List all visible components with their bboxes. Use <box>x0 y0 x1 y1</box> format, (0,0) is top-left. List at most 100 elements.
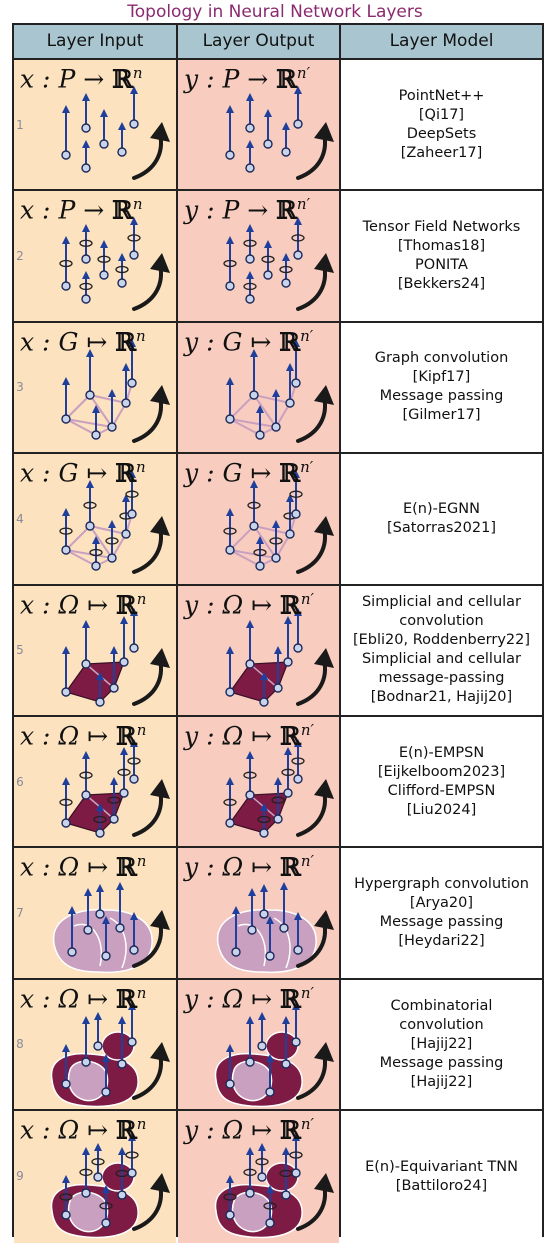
input-topology-diagram <box>59 217 170 312</box>
graph-edge <box>253 525 277 559</box>
rotation-symbol-icon <box>91 1158 105 1166</box>
layer-formula: x : Ω ↦ ℝn <box>20 852 146 881</box>
layer-model-cell: Graph convolution[Kipf17]Message passing… <box>341 322 542 453</box>
vertex-node <box>81 254 91 265</box>
formula-space: ℝ <box>276 195 297 225</box>
arrow-head-icon <box>110 645 118 654</box>
formula-space: ℝ <box>112 195 133 225</box>
output-topology-diagram <box>216 882 334 974</box>
vertex-node <box>271 422 281 432</box>
model-name: E(n)-EMPSN <box>398 744 485 761</box>
rotation-symbol-icon <box>89 549 103 557</box>
arrow-head-icon <box>256 404 264 413</box>
rotation-symbol-icon <box>243 771 257 779</box>
model-citation: [Kipf17] <box>412 369 471 386</box>
vertex-node <box>291 1168 301 1178</box>
vertex-node <box>129 119 139 129</box>
curved-arrow-icon <box>296 789 327 837</box>
vertex-node <box>129 250 139 261</box>
curved-arrow-head-icon <box>314 647 334 668</box>
formula-var: y <box>184 852 199 882</box>
arrow-head-icon <box>226 645 234 654</box>
model-citation: [Zaheer17] <box>400 144 483 161</box>
rotation-symbol-icon <box>291 757 305 765</box>
curved-arrow-head-icon <box>314 516 334 537</box>
arrow-head-icon <box>96 884 104 893</box>
curved-arrow-head-icon <box>150 779 170 799</box>
layer-model-cell: PointNet++[Qi17]DeepSets[Zaheer17] <box>341 60 542 190</box>
output-topology-diagram <box>225 338 334 443</box>
model-citation: [Hajij22] <box>410 1035 473 1052</box>
output-topology-diagram <box>214 1133 334 1239</box>
vertex-node <box>245 123 255 133</box>
arrow-head-icon <box>82 619 90 628</box>
layer-output-cell: y : Ω ↦ ℝn′ <box>178 585 339 715</box>
row-number: 2 <box>16 249 24 264</box>
rotation-symbol-icon <box>59 1193 73 1201</box>
output-topology-diagram <box>223 470 334 575</box>
layer-formula: y : Ω ↦ ℝn′ <box>184 852 314 881</box>
formula-sep: : <box>34 589 59 619</box>
model-name: E(n)-EGNN <box>402 500 480 517</box>
formula-space: ℝ <box>116 721 137 751</box>
arrow-head-icon <box>292 1133 300 1142</box>
arrow-head-icon <box>246 619 254 628</box>
vertex-node <box>81 123 91 133</box>
arrow-head-icon <box>272 520 280 529</box>
layer-output-cell: y : G ↦ ℝn′ <box>178 322 339 453</box>
vertex-node <box>91 561 101 571</box>
arrow-head-icon <box>266 916 274 925</box>
vertex-node <box>109 682 119 693</box>
arrow-head-icon <box>96 803 104 811</box>
rotation-symbol-icon <box>243 239 257 248</box>
topology-table: Layer Input Layer Output Layer Model x :… <box>12 23 544 1243</box>
vertex-node <box>81 658 91 669</box>
vertex-node <box>281 278 291 289</box>
model-name: Tensor Field Networks <box>362 219 521 236</box>
formula-map: ↦ <box>243 589 281 619</box>
rotation-symbol-icon <box>253 549 267 557</box>
arrow-head-icon <box>226 1043 234 1052</box>
model-references: Tensor Field Networks[Thomas18]PONITA[Be… <box>363 218 521 294</box>
graph-edge <box>65 417 113 428</box>
vertex-node <box>115 923 125 934</box>
model-citation: [Liu2024] <box>406 801 477 818</box>
formula-domain: Ω <box>222 852 244 882</box>
figure-title: Topology in Neural Network Layers <box>127 2 423 22</box>
arrow-head-icon <box>246 224 254 233</box>
hyperedge-boundary <box>73 924 103 967</box>
arrow-head-icon <box>130 912 138 921</box>
vertex-node <box>127 1037 137 1047</box>
rotation-symbol-icon <box>247 501 261 510</box>
vertex-node <box>81 1057 91 1067</box>
formula-exponent: n <box>136 983 147 1002</box>
formula-var: y <box>184 984 199 1014</box>
vertex-node <box>257 1041 267 1051</box>
curved-arrow-head-icon <box>314 1173 334 1194</box>
vertex-node <box>291 509 301 519</box>
formula-exponent: n <box>136 589 147 608</box>
formula-exponent: n′ <box>300 983 314 1002</box>
row-number: 8 <box>16 1037 24 1052</box>
layer-formula: x : P → ℝn <box>20 64 143 93</box>
vertex-node <box>61 150 71 160</box>
graph-edge <box>65 394 91 420</box>
input-topology-diagram <box>59 470 170 575</box>
output-topology-diagram <box>225 607 334 707</box>
vertex-node <box>293 642 303 653</box>
model-references: E(n)-Equivariant TNN[Battiloro24] <box>365 1158 518 1196</box>
vertex-node <box>225 1210 235 1220</box>
arrow-head-icon <box>256 536 264 545</box>
arrow-head-icon <box>226 508 234 517</box>
formula-map: ↦ <box>79 1115 117 1145</box>
formula-map: ↦ <box>79 852 117 882</box>
formula-map: → <box>75 195 113 225</box>
formula-space: ℝ <box>115 327 137 357</box>
vertex-node <box>225 414 235 424</box>
output-topology-diagram <box>223 217 334 312</box>
formula-space: ℝ <box>279 458 301 488</box>
arrow-head-icon <box>226 105 234 113</box>
